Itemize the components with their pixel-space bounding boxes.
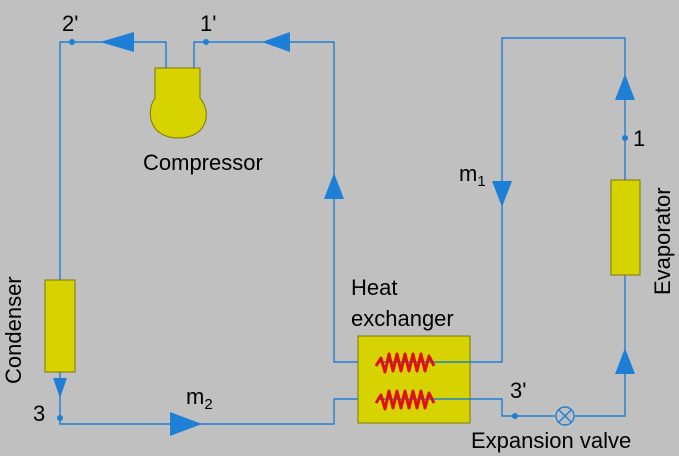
point-label-3prime: 3' bbox=[510, 378, 526, 403]
heat-exchanger-label: Heat bbox=[351, 275, 397, 300]
coil-icon bbox=[374, 352, 436, 374]
arrow-down-icon bbox=[492, 181, 512, 207]
expansion-valve-icon bbox=[555, 406, 575, 426]
m2-base: m bbox=[186, 384, 204, 409]
m2-subscript: 2 bbox=[204, 396, 212, 413]
state-point-3 bbox=[57, 415, 63, 421]
condenser-label: Condenser bbox=[1, 276, 26, 384]
heat-exchanger bbox=[357, 335, 471, 424]
compressor-label: Compressor bbox=[143, 150, 263, 175]
coil-icon bbox=[374, 389, 436, 411]
compressor bbox=[149, 67, 207, 139]
point-label-3: 3 bbox=[33, 401, 45, 426]
state-point-1prime bbox=[203, 39, 209, 45]
piping bbox=[59, 37, 626, 425]
evaporator bbox=[610, 179, 641, 276]
arrow-left-icon bbox=[262, 32, 290, 52]
pipe-condenser-to-heat-exchanger bbox=[59, 372, 380, 425]
arrow-left-icon bbox=[100, 32, 134, 52]
condenser bbox=[44, 279, 76, 373]
arrow-up-icon bbox=[615, 348, 635, 374]
flow-arrows bbox=[53, 32, 635, 436]
compressor-body bbox=[149, 67, 207, 139]
arrow-up-icon bbox=[615, 74, 635, 100]
m1-base: m bbox=[459, 161, 477, 186]
pipe-evaporator-to-heat-exchanger bbox=[470, 37, 626, 363]
point-label-1prime: 1' bbox=[200, 11, 216, 36]
pipe-expansion-valve-to-evaporator bbox=[575, 275, 626, 417]
valve-cross-line bbox=[558, 409, 572, 423]
mass-flow-m2-label: m2 bbox=[186, 384, 213, 413]
arrow-up-icon bbox=[324, 173, 344, 199]
expansion-valve bbox=[555, 406, 575, 426]
mass-flow-m1-label: m1 bbox=[459, 161, 486, 190]
expansion-valve-label: Expansion valve bbox=[471, 428, 631, 453]
m1-subscript: 1 bbox=[477, 173, 485, 190]
state-point-1 bbox=[622, 135, 628, 141]
point-label-2prime: 2' bbox=[62, 11, 78, 36]
arrow-right-icon bbox=[170, 412, 202, 436]
evaporator-label: Evaporator bbox=[650, 187, 675, 295]
state-point-3prime bbox=[512, 413, 518, 419]
heat-exchanger-box bbox=[357, 335, 471, 424]
heat-exchanger-label: exchanger bbox=[351, 306, 454, 331]
state-point-2prime bbox=[69, 39, 75, 45]
pipe-heat-exchanger-to-compressor bbox=[193, 41, 380, 363]
state-points bbox=[57, 39, 628, 421]
arrow-down-icon bbox=[53, 378, 67, 398]
pipe-heat-exchanger-to-expansion-valve bbox=[470, 398, 555, 417]
point-label-1: 1 bbox=[633, 126, 645, 151]
